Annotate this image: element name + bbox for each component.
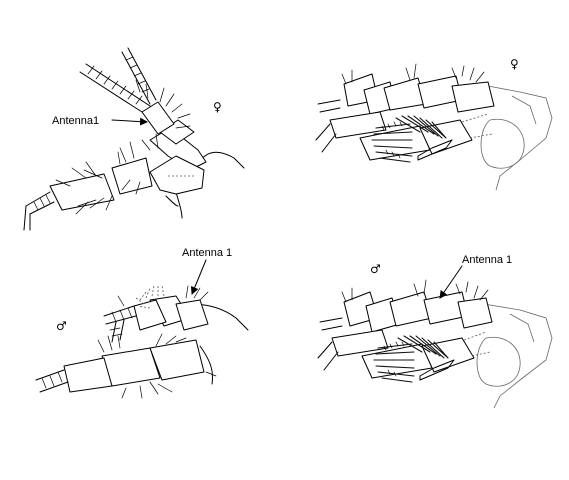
female-symbol-top-left: ♀ [213,100,222,114]
antenna-label-top-left: Antenna1 [52,115,99,127]
antenna-arrow-bottom-left [190,259,207,295]
panel-top-left-drawing [23,47,245,231]
antenna-arrow-bottom-right [439,265,463,299]
panel-bottom-left-drawing [35,285,249,399]
male-symbol-bottom-left: ♂ [56,319,67,333]
panel-top-right-drawing [315,63,553,191]
antenna-label-bottom-left: Antenna 1 [182,247,232,259]
antenna-arrow-top-left [111,117,148,126]
panel-bottom-right-drawing [317,279,553,409]
male-symbol-bottom-right: ♂ [370,262,381,276]
female-symbol-top-right: ♀ [510,57,519,71]
antenna-label-bottom-right: Antenna 1 [462,254,512,266]
